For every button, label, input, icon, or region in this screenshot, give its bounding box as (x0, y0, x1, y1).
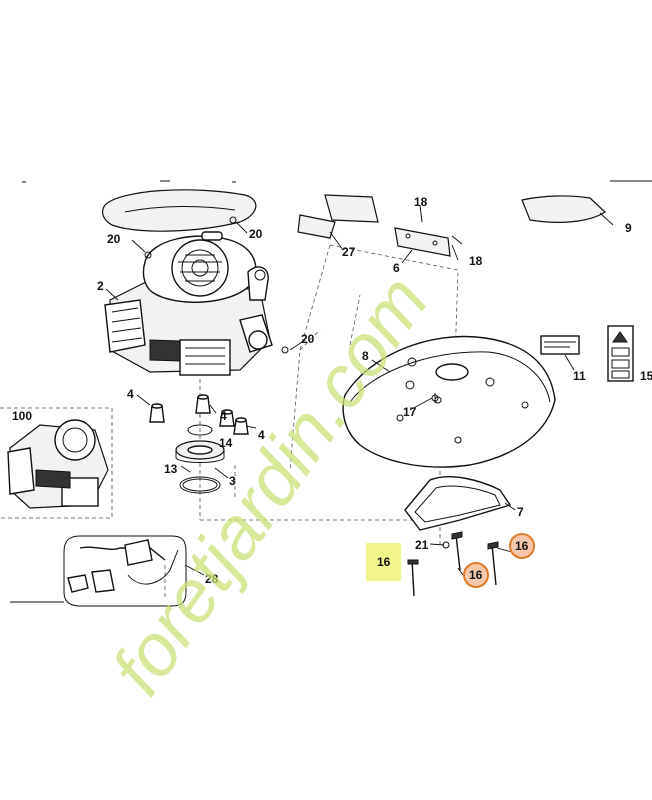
handle-bracket (394, 204, 463, 257)
callout-15: 15 (640, 369, 652, 383)
callout-13: 13 (164, 462, 178, 476)
callout-4b: 4 (220, 409, 227, 423)
engine-assembly (104, 231, 273, 376)
callout-27: 27 (342, 245, 356, 259)
engine-shroud-top (102, 189, 257, 232)
callout-17: 17 (403, 405, 417, 419)
callout-labels: 2 3 4 4 4 6 7 8 9 11 13 14 15 16 16 16 1… (12, 195, 652, 586)
callout-100: 100 (12, 409, 32, 423)
callout-28: 28 (205, 572, 219, 586)
screws (407, 393, 499, 597)
callout-2: 2 (97, 279, 104, 293)
callout-18b: 18 (469, 254, 483, 268)
callout-6: 6 (393, 261, 400, 275)
warning-label (607, 325, 634, 382)
callout-8: 8 (362, 349, 369, 363)
callout-16-circle-a: 16 (469, 568, 483, 582)
highlight-circle-b (509, 533, 535, 559)
callout-7: 7 (517, 505, 524, 519)
deck-cover (342, 335, 556, 468)
engine-variant-inset (0, 407, 113, 519)
callout-20a: 20 (107, 232, 121, 246)
callout-4a: 4 (127, 387, 134, 401)
callout-21: 21 (415, 538, 429, 552)
highlight-square (366, 543, 401, 581)
gasket-frame (404, 476, 512, 531)
callout-20b: 20 (249, 227, 263, 241)
leader-lines (105, 212, 614, 576)
callout-16-square: 16 (377, 555, 391, 569)
callout-11: 11 (573, 369, 586, 383)
top-cutoff-marks (22, 180, 652, 183)
filter-pieces (297, 194, 379, 239)
highlight-circle-a (463, 562, 489, 588)
bearing-seals (175, 424, 225, 494)
cover-strip (521, 195, 606, 223)
callout-14: 14 (219, 436, 233, 450)
callout-3: 3 (229, 474, 236, 488)
callout-4c: 4 (258, 428, 265, 442)
label-sticker (540, 335, 580, 355)
callout-20c: 20 (301, 332, 315, 346)
callout-18a: 18 (414, 195, 428, 209)
callout-16-circle-b: 16 (515, 539, 529, 553)
fuel-line-kit (63, 535, 187, 607)
spacer-parts (149, 394, 249, 435)
callout-9: 9 (625, 221, 632, 235)
screws-20 (144, 216, 289, 354)
